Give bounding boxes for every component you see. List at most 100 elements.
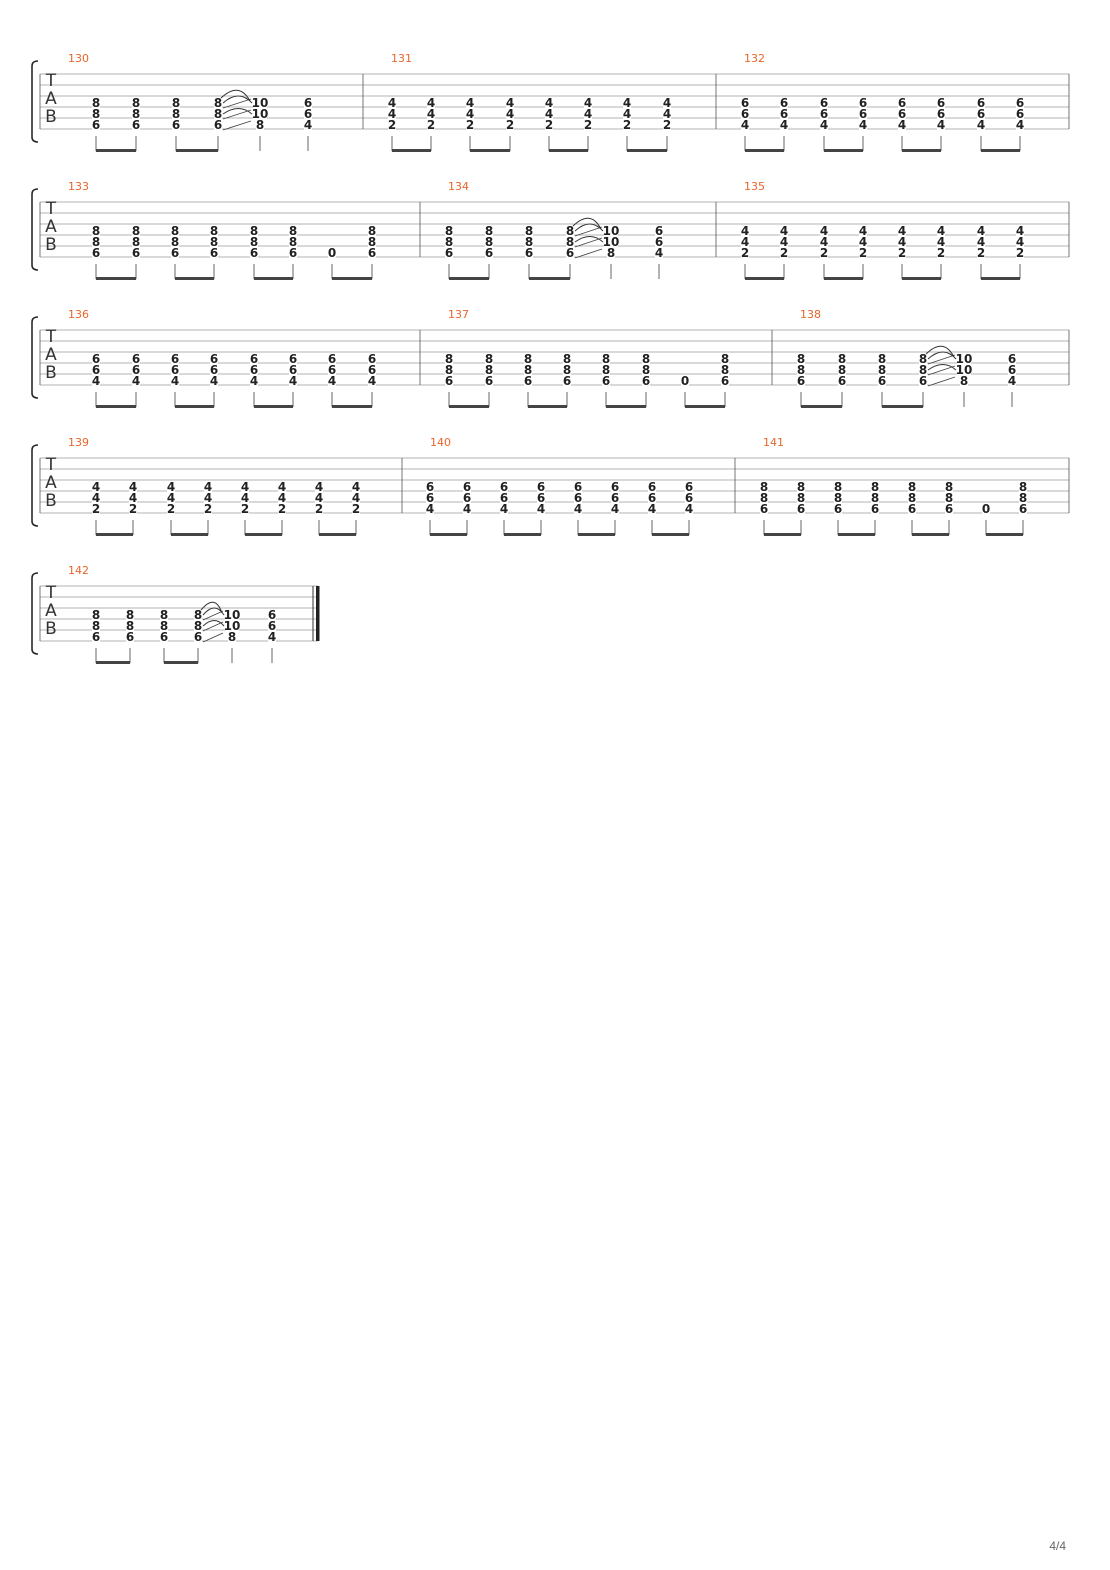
fret-bg (977, 226, 985, 236)
fret-number: 8 (871, 491, 879, 505)
fret-bg (132, 109, 140, 119)
system-bracket (31, 188, 39, 271)
fret-number: 8 (289, 224, 297, 238)
fret-bg (250, 365, 258, 375)
slide-line (927, 354, 956, 365)
fret-bg (574, 482, 582, 492)
fret-bg (225, 621, 239, 631)
fret-number: 4 (859, 235, 867, 249)
fret-number: 8 (368, 235, 376, 249)
fret-number: 2 (780, 246, 788, 260)
fret-bg (160, 610, 168, 620)
fret-bg (537, 504, 545, 514)
fret-number: 6 (368, 363, 376, 377)
fret-bg (566, 237, 574, 247)
fret-bg (760, 493, 768, 503)
fret-bg (1019, 504, 1027, 514)
fret-bg (1008, 354, 1016, 364)
fret-bg (908, 493, 916, 503)
fret-number: 8 (485, 352, 493, 366)
fret-number: 8 (566, 235, 574, 249)
fret-number: 6 (210, 363, 218, 377)
beam (430, 533, 467, 536)
slide-line (574, 237, 603, 248)
fret-number: 4 (506, 96, 514, 110)
fret-bg (566, 248, 574, 258)
fret-number: 6 (289, 352, 297, 366)
fret-number: 4 (500, 502, 508, 516)
fret-bg (328, 354, 336, 364)
fret-number: 4 (466, 96, 474, 110)
slide-line (222, 98, 252, 109)
fret-number: 8 (171, 235, 179, 249)
fret-number: 8 (92, 235, 100, 249)
measure-number: 134 (448, 180, 469, 193)
fret-number: 8 (871, 480, 879, 494)
fret-bg (721, 354, 729, 364)
fret-bg (210, 354, 218, 364)
fret-bg (289, 248, 297, 258)
fret-number: 2 (1016, 246, 1024, 260)
beam (96, 149, 136, 152)
fret-bg (838, 365, 846, 375)
fret-bg (604, 237, 618, 247)
fret-number: 8 (642, 352, 650, 366)
fret-number: 4 (132, 374, 140, 388)
fret-bg (210, 237, 218, 247)
fret-bg (304, 120, 312, 130)
fret-number: 4 (859, 118, 867, 132)
fret-number: 6 (760, 502, 768, 516)
fret-number: 0 (328, 246, 336, 260)
fret-bg (445, 365, 453, 375)
fret-bg (500, 504, 508, 514)
fret-number: 4 (204, 491, 212, 505)
fret-bg (525, 226, 533, 236)
fret-bg (328, 365, 336, 375)
tab-clef-letter: T (45, 199, 57, 219)
fret-bg (253, 98, 267, 108)
fret-number: 6 (368, 352, 376, 366)
fret-number: 4 (1016, 118, 1024, 132)
fret-number: 6 (611, 491, 619, 505)
fret-bg (525, 237, 533, 247)
fret-number: 6 (268, 619, 276, 633)
measure-number: 142 (68, 564, 89, 577)
fret-number: 4 (92, 491, 100, 505)
fret-bg (1016, 98, 1024, 108)
fret-number: 6 (268, 608, 276, 622)
fret-bg (1019, 482, 1027, 492)
fret-number: 8 (132, 107, 140, 121)
fret-bg (642, 365, 650, 375)
fret-number: 10 (224, 608, 241, 622)
fret-number: 6 (563, 374, 571, 388)
fret-number: 0 (982, 502, 990, 516)
fret-number: 4 (820, 224, 828, 238)
fret-bg (92, 365, 100, 375)
fret-bg (859, 248, 867, 258)
system-bracket (31, 444, 39, 527)
fret-number: 6 (859, 107, 867, 121)
tab-clef-letter: A (45, 89, 57, 109)
fret-number: 8 (1019, 491, 1027, 505)
fret-number: 6 (210, 246, 218, 260)
fret-bg (977, 109, 985, 119)
fret-bg (945, 493, 953, 503)
fret-number: 6 (1019, 502, 1027, 516)
fret-number: 6 (445, 246, 453, 260)
fret-bg (92, 237, 100, 247)
fret-bg (574, 504, 582, 514)
beam (332, 405, 372, 408)
measure-number: 140 (430, 436, 451, 449)
measure-number: 131 (391, 52, 412, 65)
fret-bg (574, 493, 582, 503)
fret-number: 6 (977, 96, 985, 110)
fret-bg (563, 354, 571, 364)
fret-number: 4 (466, 107, 474, 121)
fret-number: 8 (126, 608, 134, 622)
fret-bg (537, 493, 545, 503)
measure-number: 139 (68, 436, 89, 449)
beam (171, 533, 208, 536)
fret-bg (129, 504, 137, 514)
fret-bg (604, 226, 618, 236)
fret-number: 8 (132, 224, 140, 238)
